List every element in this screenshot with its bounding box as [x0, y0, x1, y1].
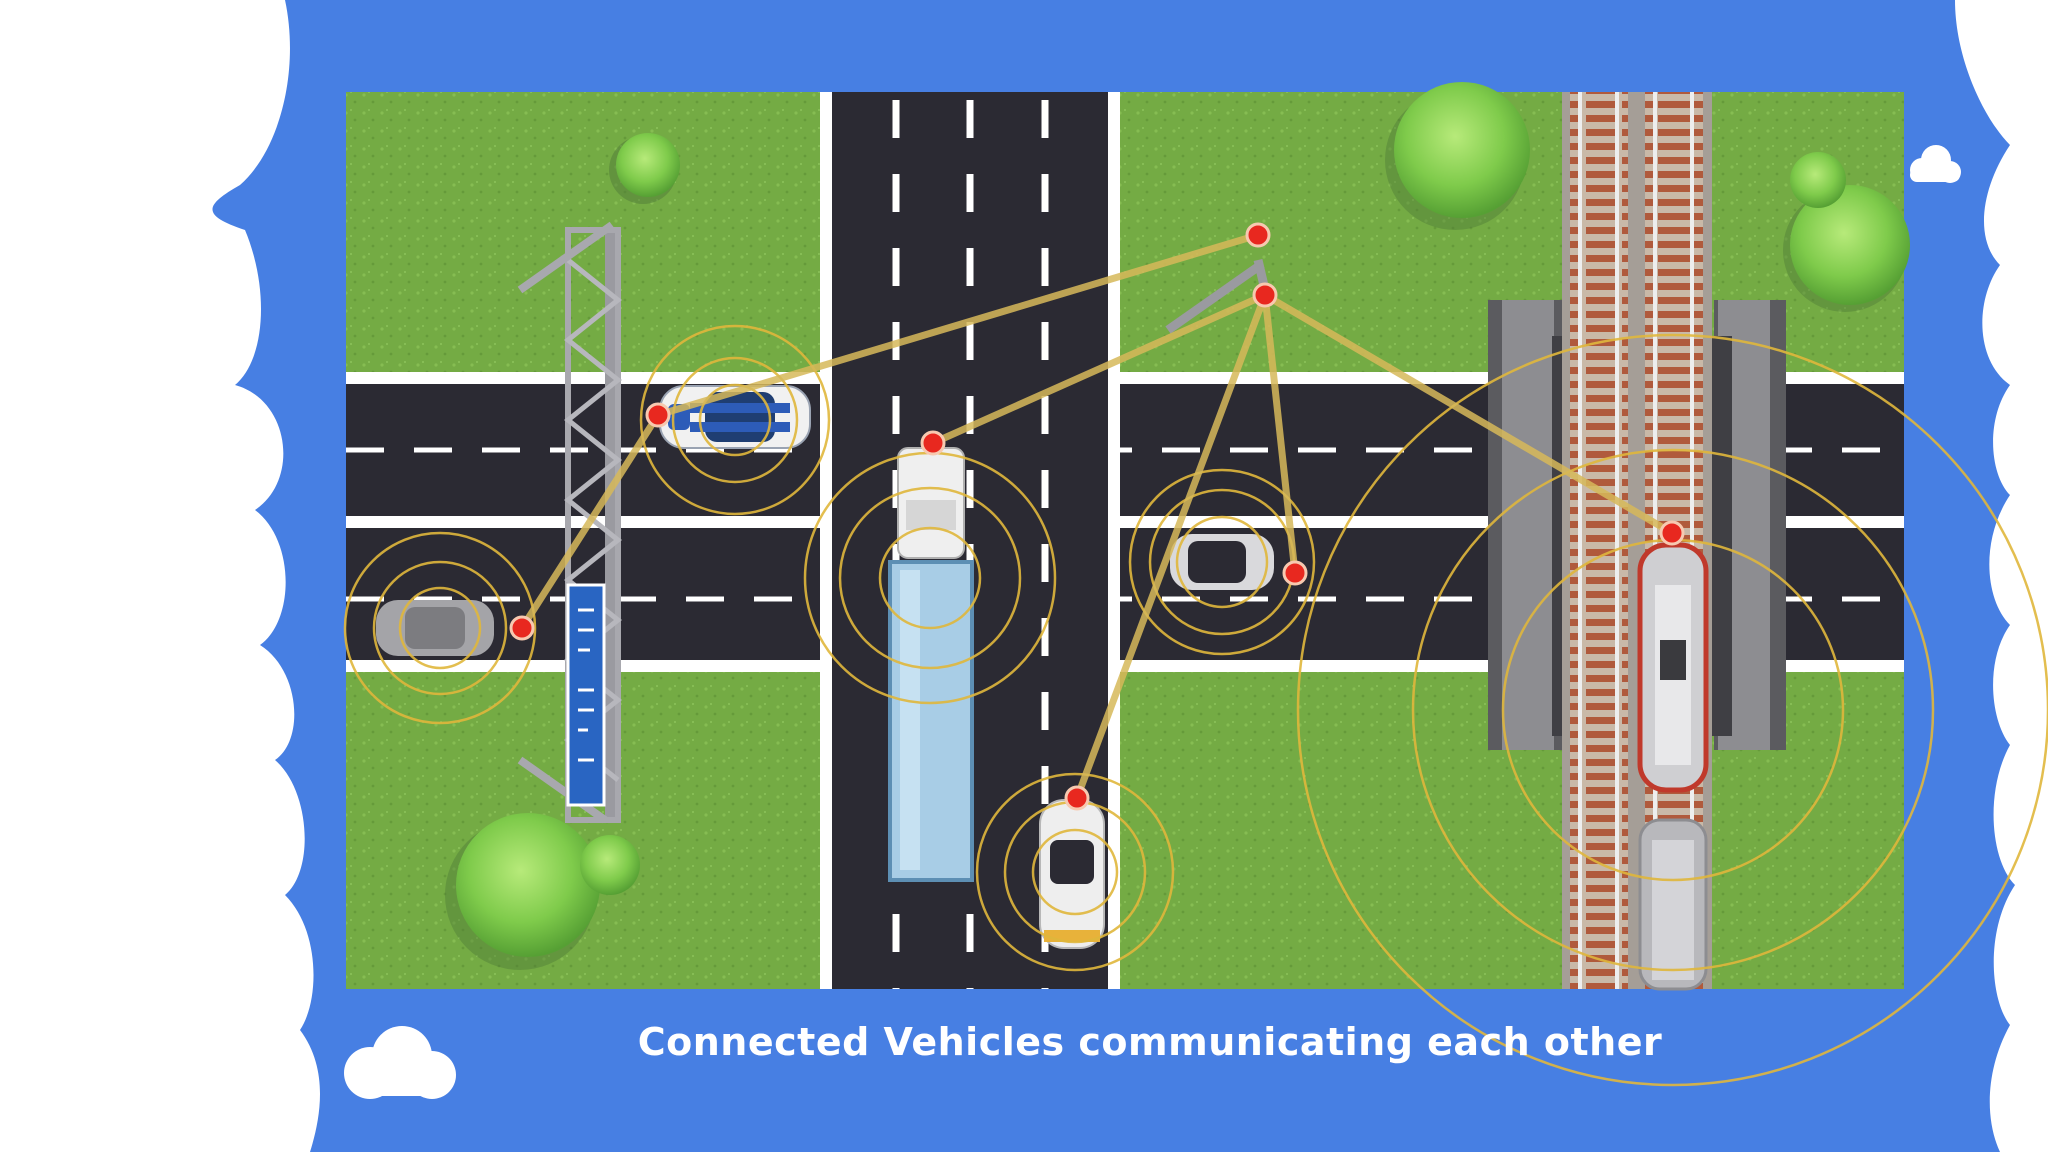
white-car: [1039, 799, 1105, 949]
locomotive: [1637, 542, 1709, 991]
gray-car: [376, 600, 494, 656]
dark-car: [1170, 534, 1274, 590]
small-cloud-right: [1910, 145, 1961, 183]
sign-gantry: [517, 221, 623, 824]
slide-caption: Connected Vehicles communicating each ot…: [0, 1020, 2048, 1064]
semi-truck: [888, 447, 974, 882]
signal-links: [518, 231, 1676, 802]
connected-vehicles-illustration: [343, 82, 2048, 1087]
communication-nodes: [509, 222, 1685, 811]
caption-text: Connected Vehicles communicating each ot…: [637, 1020, 1663, 1064]
right-cloud-border: [1955, 0, 2048, 1152]
left-cloud-border: [0, 0, 320, 1152]
signal-rings: [343, 324, 2048, 1087]
small-cloud-left: [344, 1026, 456, 1099]
trees: [445, 82, 1910, 970]
